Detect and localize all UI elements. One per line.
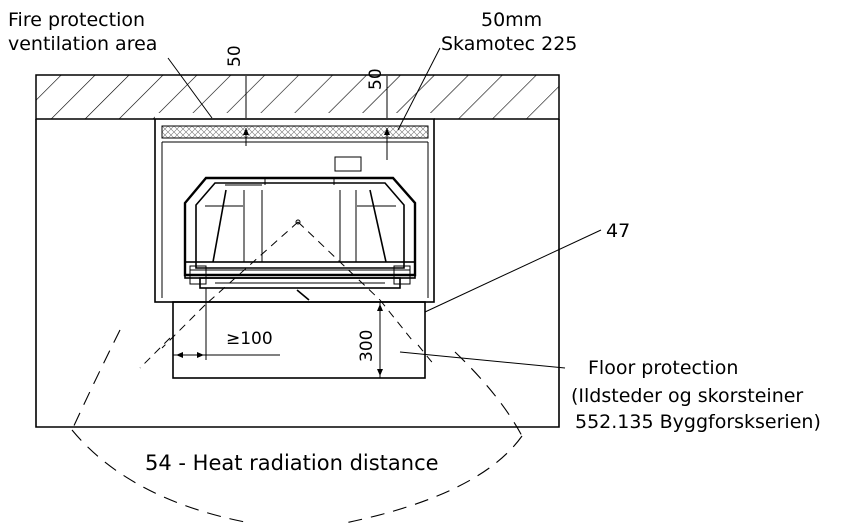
wall-outline — [35, 119, 560, 428]
leader-lines — [167, 47, 602, 369]
label-dim-300: 300 — [357, 330, 377, 362]
dimension-100 — [173, 288, 280, 360]
label-skamotec-line1: 50mm — [481, 9, 542, 31]
label-fire-protection-line2: ventilation area — [8, 33, 157, 55]
dimension-300 — [372, 302, 388, 379]
label-floor-ref-line2: 552.135 Byggforskserien) — [575, 411, 821, 433]
label-heat-radiation: 54 - Heat radiation distance — [145, 451, 439, 475]
fireplace-insert — [183, 156, 417, 301]
radiation-lines — [71, 221, 523, 524]
label-dim-top-right: 50 — [366, 68, 386, 90]
label-fire-protection-line1: Fire protection — [8, 9, 145, 31]
label-dim-top-left: 50 — [225, 45, 245, 67]
label-floor-protection: Floor protection — [588, 357, 738, 379]
label-item-47: 47 — [606, 220, 630, 242]
floor-protection-plate — [172, 301, 426, 379]
ceiling-slab — [35, 74, 560, 123]
label-dim-min-100: ≥100 — [226, 329, 273, 349]
label-floor-ref-line1: (Ildsteder og skorsteiner — [571, 385, 803, 407]
label-skamotec-line2: Skamotec 225 — [441, 33, 577, 55]
